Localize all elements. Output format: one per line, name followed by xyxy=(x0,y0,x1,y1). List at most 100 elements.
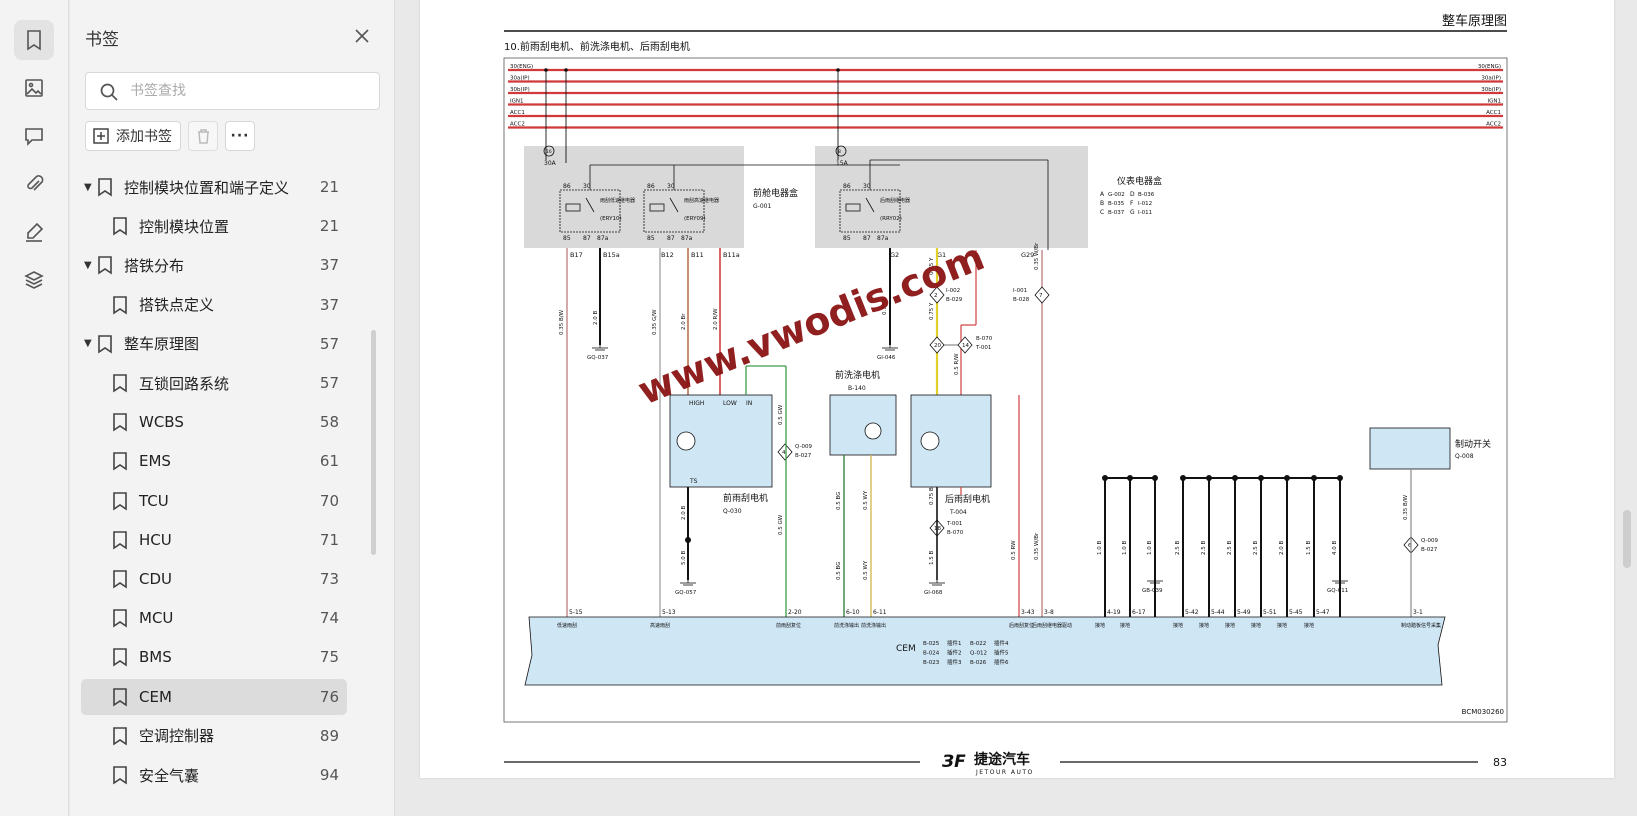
cem-pin: 5-13 xyxy=(662,609,676,616)
cem-pin-label: 接地 xyxy=(1277,622,1287,629)
cem-pin-label: 高速雨刮 xyxy=(650,622,670,629)
terminal-label: G2 xyxy=(890,251,899,259)
bookmark-search xyxy=(85,72,380,110)
close-panel-button[interactable] xyxy=(353,27,371,45)
bookmark-page-number: 89 xyxy=(319,726,339,745)
cem-pin: 5-51 xyxy=(1263,609,1277,616)
cem-pin-label: 接地 xyxy=(1095,622,1105,629)
power-rail-label-right: 30a(IP) xyxy=(1481,76,1501,82)
bookmark-label: 搭铁分布 xyxy=(124,256,185,275)
wire-label: 0.75 Y xyxy=(929,302,935,320)
ground-code: GI-068 xyxy=(924,590,943,596)
bookmark-scrollbar[interactable] xyxy=(371,330,376,555)
ip-box-row-letter: G xyxy=(1130,209,1135,216)
power-rail-label-right: ACC2 xyxy=(1486,122,1501,128)
brake-switch-code: Q-008 xyxy=(1455,453,1474,460)
expand-caret-icon[interactable]: ▼ xyxy=(84,259,92,271)
bookmark-rail-button[interactable] xyxy=(14,20,54,60)
wire-label: 0.35 G/W xyxy=(652,309,658,335)
relay-switch xyxy=(585,197,595,213)
diagram-code: BCM030260 xyxy=(1462,708,1504,716)
expand-caret-icon[interactable]: ▼ xyxy=(84,338,92,350)
close-icon xyxy=(355,29,369,43)
bookmark-label: WCBS xyxy=(139,413,184,432)
wire-label: 0.5 R/W xyxy=(954,353,960,375)
cem-pin-label: 接地 xyxy=(1173,622,1183,629)
power-rail-label-left: 30a(IP) xyxy=(510,76,530,82)
fuse-right xyxy=(835,145,847,157)
bookmark-icon xyxy=(27,30,41,51)
wire-label: 1.5 B xyxy=(1306,541,1312,555)
connector-code: Q-009 xyxy=(795,444,812,450)
connector-id: 6 xyxy=(1408,543,1412,549)
expand-caret-icon[interactable]: ▼ xyxy=(84,181,92,193)
wire-label: 2.5 B xyxy=(1201,541,1207,555)
delete-bookmark-button[interactable] xyxy=(188,121,218,151)
logo-subtext: JETOUR AUTO xyxy=(975,769,1034,776)
connector-code: T-001 xyxy=(975,345,991,351)
signature-rail-button[interactable] xyxy=(14,212,54,252)
junction-dot xyxy=(1127,475,1133,481)
connector-id: 4 xyxy=(782,450,786,456)
thumbnail-rail-button[interactable] xyxy=(14,68,54,108)
bookmark-label: 整车原理图 xyxy=(124,335,200,354)
cem-plug-label: 插件3 xyxy=(947,658,962,666)
bookmark-label: 空调控制器 xyxy=(139,727,215,746)
power-rail-label-left: IGN1 xyxy=(510,99,524,105)
connector-code: I-002 xyxy=(946,288,960,294)
add-bookmark-icon xyxy=(93,128,109,144)
more-options-button[interactable]: ··· xyxy=(225,121,255,151)
attachment-rail-button[interactable] xyxy=(14,164,54,204)
wire-label: 2.5 B xyxy=(1227,541,1233,555)
svg-text:ЗF: ЗF xyxy=(941,752,966,772)
bookmark-label: 搭铁点定义 xyxy=(139,296,215,315)
cem-pin: 5-49 xyxy=(1237,609,1251,616)
bookmark-page-number: 37 xyxy=(319,256,339,275)
ip-box-row-code: B-036 xyxy=(1138,192,1155,198)
power-rail-label-right: 30(ENG) xyxy=(1478,64,1501,70)
junction-dot xyxy=(1180,475,1186,481)
motor-symbol xyxy=(676,431,696,451)
diagram-frame xyxy=(503,57,1508,723)
wire-label: 0.5 BG xyxy=(836,492,842,510)
power-rail-label-left: ACC1 xyxy=(510,110,525,116)
add-bookmark-label: 添加书签 xyxy=(116,129,172,145)
terminal-label: B15a xyxy=(603,251,620,259)
junction-dot xyxy=(1284,475,1290,481)
bookmark-item[interactable]: 空调控制器 89 xyxy=(81,718,347,754)
relay-code: (ERY09) xyxy=(684,216,706,222)
ip-box-row-letter: B xyxy=(1100,200,1104,207)
document-scrollbar[interactable] xyxy=(1623,510,1631,568)
bookmark-item[interactable]: ▼ 搭铁分布 37 xyxy=(81,247,347,283)
cem-plug-code: B-024 xyxy=(923,651,940,657)
bookmark-search-input[interactable] xyxy=(130,79,370,103)
add-bookmark-button[interactable]: 添加书签 xyxy=(85,121,181,151)
junction-dot xyxy=(1152,475,1158,481)
power-rail-label-right: ACC1 xyxy=(1486,110,1501,116)
fuse-left xyxy=(543,145,555,157)
front-wiper-code: Q-030 xyxy=(723,508,742,515)
bookmark-label: 安全气囊 xyxy=(139,766,200,785)
relay-pin: 85 xyxy=(563,235,571,242)
cem-plug-code: B-026 xyxy=(970,660,987,666)
motor-pin: HIGH xyxy=(689,400,704,407)
layers-rail-button[interactable] xyxy=(14,260,54,300)
wire-label: 0.5 WY xyxy=(863,490,869,510)
comment-rail-button[interactable] xyxy=(14,116,54,156)
cem-pin-label: 后雨刮继电器驱动 xyxy=(1032,622,1072,629)
washer-name: 前洗涤电机 xyxy=(835,369,880,381)
